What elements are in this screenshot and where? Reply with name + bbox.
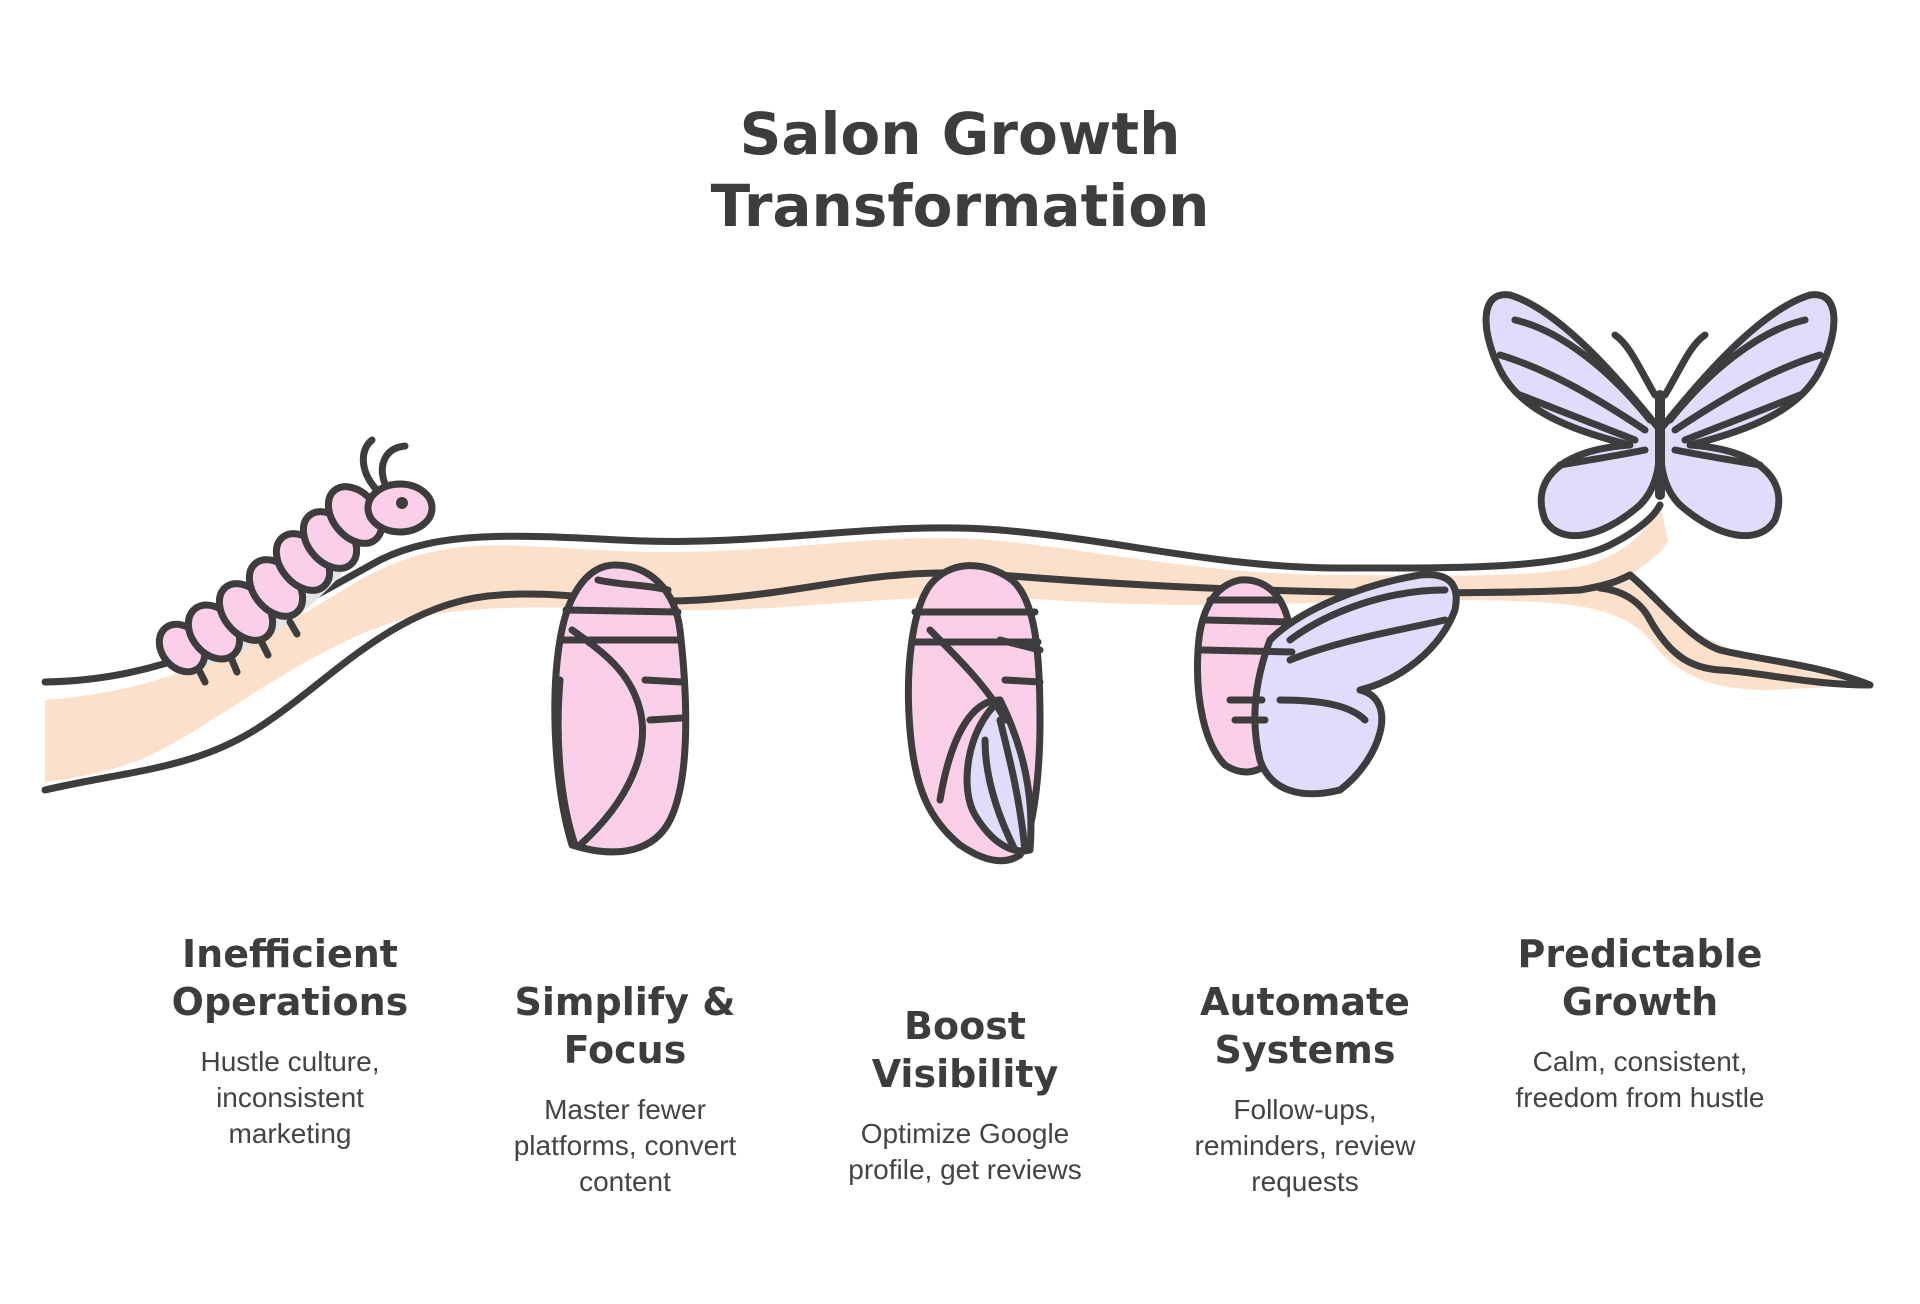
stage-inefficient-operations: Inefficient Operations Hustle culture, i… [140, 930, 440, 1152]
stage-description-line: Calm, consistent, [1532, 1046, 1748, 1077]
stage-predictable-growth: Predictable Growth Calm, consistent, fre… [1490, 930, 1790, 1116]
stage-description: Optimize Google profile, get reviews [820, 1116, 1110, 1188]
stage-description-line: Follow-ups, [1233, 1094, 1377, 1125]
title-line-2: Transformation [710, 172, 1210, 240]
stage-title-line: Focus [563, 1028, 687, 1072]
stage-title-line: Inefficient [182, 932, 398, 976]
stage-description: Follow-ups, reminders, review requests [1160, 1092, 1450, 1200]
stage-description-line: Master fewer [544, 1094, 706, 1125]
stage-description-line: freedom from hustle [1515, 1082, 1765, 1113]
stage-description-line: Optimize Google [860, 1118, 1070, 1149]
stage-description: Hustle culture, inconsistent marketing [140, 1044, 440, 1152]
emerging-butterfly-icon [1194, 571, 1460, 798]
stage-title: Simplify & Focus [480, 978, 770, 1074]
stage-title-line: Systems [1214, 1028, 1396, 1072]
stage-title-line: Visibility [871, 1052, 1059, 1096]
stage-description-line: marketing [228, 1118, 352, 1149]
stage-title-line: Operations [171, 980, 409, 1024]
butterfly-icon [1482, 291, 1838, 540]
stage-description: Master fewer platforms, convert content [480, 1092, 770, 1200]
stage-automate-systems: Automate Systems Follow-ups, reminders, … [1160, 978, 1450, 1200]
cocoon-icon [551, 561, 690, 856]
stage-title-line: Automate [1200, 980, 1410, 1024]
stage-boost-visibility: Boost Visibility Optimize Google profile… [820, 1002, 1110, 1188]
stage-description-line: inconsistent [216, 1082, 364, 1113]
stage-description-line: reminders, review [1194, 1130, 1416, 1161]
stage-title-line: Boost [904, 1004, 1026, 1048]
title-line-1: Salon Growth [739, 100, 1181, 168]
stage-title-line: Predictable [1517, 932, 1763, 976]
stage-title: Boost Visibility [820, 1002, 1110, 1098]
stage-title: Automate Systems [1160, 978, 1450, 1074]
stage-description-line: content [579, 1166, 671, 1197]
chrysalis-icon [904, 562, 1044, 865]
stage-title: Inefficient Operations [140, 930, 440, 1026]
stage-description-line: Hustle culture, [200, 1046, 380, 1077]
page-title: Salon Growth Transformation [560, 98, 1360, 242]
stage-simplify-focus: Simplify & Focus Master fewer platforms,… [480, 978, 770, 1200]
stage-description-line: profile, get reviews [848, 1154, 1082, 1185]
stage-description-line: requests [1251, 1166, 1359, 1197]
stage-title-line: Growth [1561, 980, 1719, 1024]
caterpillar-icon [155, 436, 436, 686]
stage-description-line: platforms, convert [513, 1130, 737, 1161]
stage-title-line: Simplify & [514, 980, 736, 1024]
stage-title: Predictable Growth [1490, 930, 1790, 1026]
stage-description: Calm, consistent, freedom from hustle [1490, 1044, 1790, 1116]
